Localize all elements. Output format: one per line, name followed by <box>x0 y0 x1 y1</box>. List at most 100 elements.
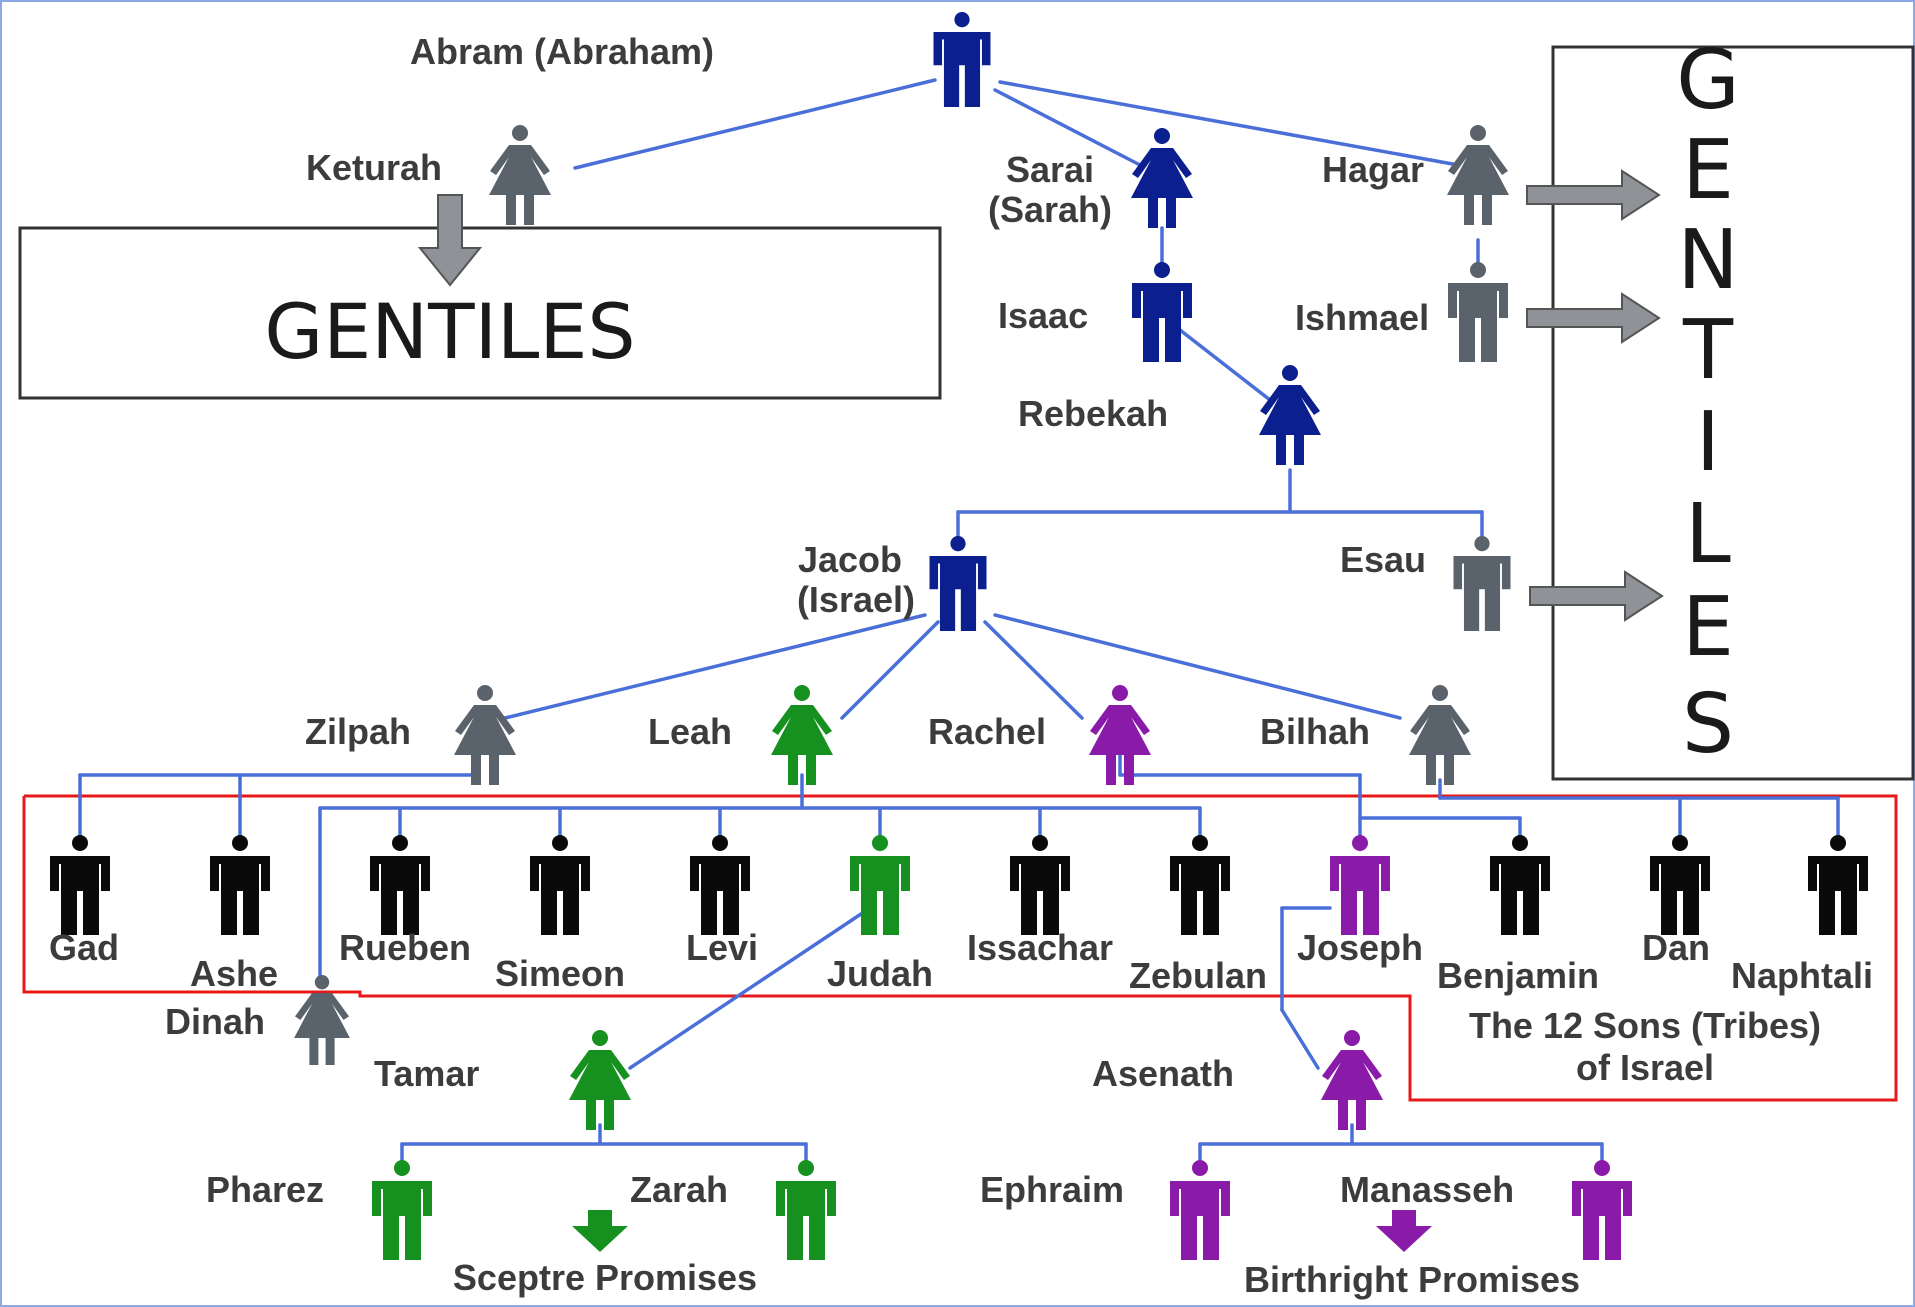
zilpah-female-person-icon <box>454 685 516 785</box>
issachar-label: Issachar <box>967 927 1113 968</box>
connectors-layer <box>78 78 1840 1162</box>
isaac-label: Isaac <box>998 295 1088 336</box>
dan-label: Dan <box>1642 927 1710 968</box>
manasseh-label: Manasseh <box>1340 1169 1514 1210</box>
esau-label: Esau <box>1340 539 1426 580</box>
gentiles-box-right <box>1551 45 1915 781</box>
hagar-female-person-icon <box>1447 125 1509 225</box>
birthright-promises-label: Birthright Promises <box>1244 1259 1580 1300</box>
gentiles-vertical-letter: S <box>1682 677 1734 772</box>
pharez-male-person-icon <box>372 1160 432 1260</box>
rebekah-label: Rebekah <box>1018 393 1168 434</box>
arrow-right-icon <box>1526 169 1661 221</box>
gentiles-vertical-letter: E <box>1682 580 1734 675</box>
gentiles-vertical-letter: L <box>1685 487 1731 582</box>
gentiles-box-left <box>18 226 942 400</box>
naphtali-label: Naphtali <box>1731 955 1873 996</box>
labels-layer: Abram (Abraham) Keturah Sarai(Sarah) HagarI… <box>49 31 1873 1300</box>
tribes-title-line2: of Israel <box>1576 1047 1714 1088</box>
gentiles-vertical-letter: T <box>1682 303 1734 398</box>
manasseh-male-person-icon <box>1572 1160 1632 1260</box>
rachel-female-person-icon <box>1089 685 1151 785</box>
isaac-male-person-icon <box>1132 262 1192 362</box>
sarai-female-person-icon <box>1131 128 1193 228</box>
connector-line <box>840 620 940 720</box>
leah-label: Leah <box>648 711 732 752</box>
bilhah-label: Bilhah <box>1260 711 1370 752</box>
levi-label: Levi <box>686 927 758 968</box>
gentiles-vertical-letter: N <box>1677 213 1738 308</box>
gentiles-vertical-letter: I <box>1696 395 1720 490</box>
tamar-label: Tamar <box>374 1053 479 1094</box>
levi-male-person-icon <box>690 835 750 935</box>
leah-female-person-icon <box>771 685 833 785</box>
hagar-label: Hagar <box>1322 149 1424 190</box>
benjamin-male-person-icon <box>1490 835 1550 935</box>
people-layer <box>50 12 1868 1260</box>
dinah-label: Dinah <box>165 1001 265 1042</box>
connector-line <box>993 613 1402 720</box>
keturah-female-person-icon <box>489 125 551 225</box>
ishmael-male-person-icon <box>1448 262 1508 362</box>
benjamin-label: Benjamin <box>1437 955 1599 996</box>
ephraim-male-person-icon <box>1170 1160 1230 1260</box>
zarah-male-person-icon <box>776 1160 836 1260</box>
zilpah-label: Zilpah <box>305 711 411 752</box>
arrow-down-icon <box>1376 1210 1432 1252</box>
abram-male-person-icon <box>933 12 991 108</box>
connector-line <box>998 80 1460 167</box>
gentiles-box-text: GENTILES <box>264 287 635 376</box>
asenath-female-person-icon <box>1321 1030 1383 1130</box>
connector-line <box>983 620 1084 720</box>
tamar-female-person-icon <box>569 1030 631 1130</box>
arrow-right-icon <box>1526 292 1661 344</box>
dan-male-person-icon <box>1650 835 1710 935</box>
jacob-male-person-icon <box>929 536 987 631</box>
issachar-male-person-icon <box>1010 835 1070 935</box>
pharez-label: Pharez <box>206 1169 324 1210</box>
rebekah-female-person-icon <box>1259 365 1321 465</box>
sarah-label: (Sarah) <box>988 189 1112 230</box>
connector-line <box>628 906 872 1070</box>
judah-label: Judah <box>827 953 933 994</box>
zarah-label: Zarah <box>630 1169 728 1210</box>
arrow-down-icon <box>417 194 483 287</box>
connector-line <box>1178 328 1272 402</box>
tribes-box <box>22 794 1898 1102</box>
zebulan-label: Zebulan <box>1129 955 1267 996</box>
keturah-label: Keturah <box>306 147 442 188</box>
ephraim-label: Ephraim <box>980 1169 1124 1210</box>
tribes-title-line1: The 12 Sons (Tribes) <box>1469 1005 1821 1046</box>
connector-line <box>503 613 927 720</box>
zebulan-male-person-icon <box>1170 835 1230 935</box>
asenath-label: Asenath <box>1092 1053 1234 1094</box>
rachel-label: Rachel <box>928 711 1046 752</box>
gentiles-vertical-letter: E <box>1682 123 1734 218</box>
joseph-male-person-icon <box>1330 835 1390 935</box>
sarai-label: Sarai <box>1006 149 1094 190</box>
ashe-label: Ashe <box>190 953 278 994</box>
connector-line <box>1280 1008 1320 1070</box>
gad-label: Gad <box>49 927 119 968</box>
israel-label: (Israel) <box>797 579 915 620</box>
naphtali-male-person-icon <box>1808 835 1868 935</box>
simeon-label: Simeon <box>495 953 625 994</box>
bilhah-female-person-icon <box>1409 685 1471 785</box>
esau-male-person-icon <box>1453 536 1511 631</box>
arrow-down-icon <box>572 1210 628 1252</box>
rueben-label: Rueben <box>339 927 471 968</box>
abram-label: Abram (Abraham) <box>410 31 714 72</box>
gentiles-vertical-letter: G <box>1676 33 1740 128</box>
ishmael-label: Ishmael <box>1295 297 1429 338</box>
connector-line <box>573 78 937 170</box>
rueben-male-person-icon <box>370 835 430 935</box>
joseph-label: Joseph <box>1297 927 1423 968</box>
boxes-layer <box>18 45 1915 1102</box>
ashe-male-person-icon <box>210 835 270 935</box>
jacob-label: Jacob <box>798 539 902 580</box>
judah-male-person-icon <box>850 835 910 935</box>
arrows-layer <box>417 169 1664 1252</box>
arrow-right-icon <box>1529 570 1664 622</box>
sceptre-promises-label: Sceptre Promises <box>453 1257 757 1298</box>
